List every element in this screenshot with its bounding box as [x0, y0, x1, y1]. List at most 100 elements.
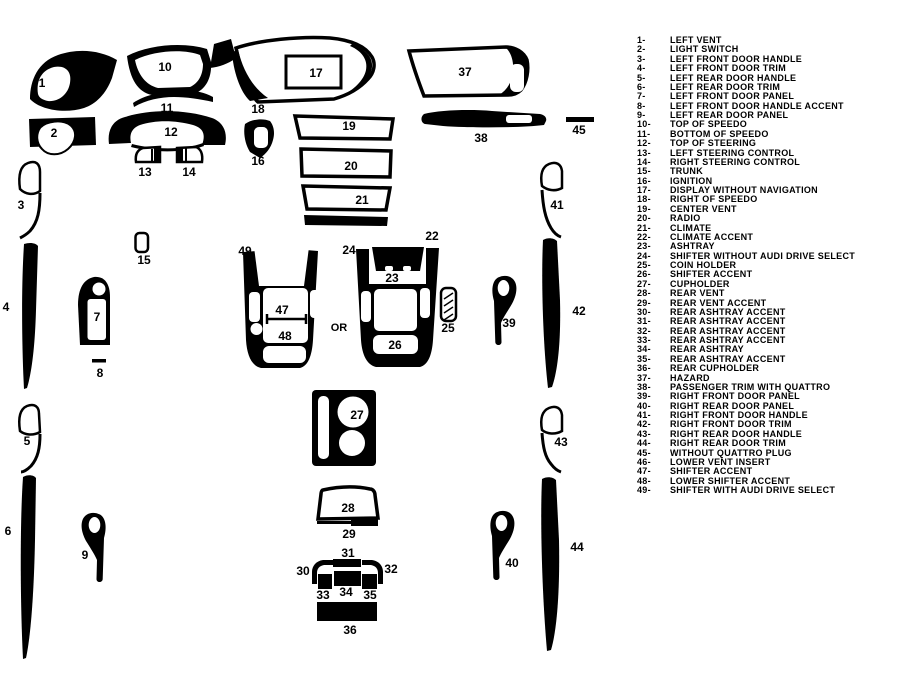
legend-item: 1-LEFT VENT: [637, 35, 899, 45]
part-11-label: 11: [161, 101, 174, 115]
part-24-shifter-without-audi-drive-select-shape: [356, 245, 439, 367]
part-2-light-switch-shape: [29, 117, 96, 156]
legend-item-number: 24-: [637, 250, 651, 261]
legend-item-label: REAR CUPHOLDER: [670, 363, 760, 374]
part-40-label: 40: [505, 556, 519, 570]
legend-item: 27-CUPHOLDER: [637, 278, 899, 289]
legend-item-label: TOP OF SPEEDO: [670, 119, 748, 130]
legend-item-label: TRUNK: [670, 166, 703, 177]
part-14-label: 14: [182, 165, 196, 179]
part-36-rear-cupholder-shape: [317, 602, 377, 621]
legend-item: 48-LOWER SHIFTER ACCENT: [637, 475, 899, 486]
legend-item: 11-BOTTOM OF SPEEDO: [637, 128, 899, 139]
legend-item-label: LEFT STEERING CONTROL: [670, 147, 795, 158]
legend-item: 40-RIGHT REAR DOOR PANEL: [637, 400, 899, 411]
legend-item: 44-RIGHT REAR DOOR TRIM: [637, 438, 899, 448]
legend-item-number: 12-: [637, 138, 651, 149]
legend-item: 10-TOP OF SPEEDO: [637, 119, 899, 130]
part-7-left-front-door-panel-shape: [78, 276, 110, 345]
legend-item-label: RIGHT FRONT DOOR TRIM: [670, 419, 792, 430]
part-32-rear-ashtray-accent-shape: [362, 560, 383, 584]
legend-item-number: 27-: [637, 278, 651, 289]
legend-item-number: 7-: [637, 91, 646, 102]
legend-item-label: TOP OF STEERING: [670, 138, 757, 149]
legend-item-label: SHIFTER WITH AUDI DRIVE SELECT: [670, 485, 836, 495]
part-16-ignition-shape: [244, 119, 274, 158]
part-19-center-vent-shape: [292, 114, 396, 141]
legend-item: 9-LEFT REAR DOOR PANEL: [637, 110, 899, 120]
part-5-left-rear-door-handle-shape: [18, 403, 42, 474]
part-8-door-handle-accent-shape: [92, 359, 106, 363]
legend-item-label: SHIFTER ACCENT: [670, 269, 753, 280]
legend-item: 24-SHIFTER WITHOUT AUDI DRIVE SELECT: [637, 250, 899, 261]
part-33-rear-ashtray-accent-shape: [318, 574, 332, 589]
legend-item: 3-LEFT FRONT DOOR HANDLE: [637, 54, 899, 64]
legend-item-number: 32-: [637, 325, 651, 336]
part-6-left-rear-door-trim-shape: [20, 475, 36, 659]
legend-item-number: 30-: [637, 306, 651, 317]
part-48-label: 48: [278, 329, 292, 343]
part-12-label: 12: [164, 125, 178, 139]
legend-item-number: 14-: [637, 156, 651, 167]
part-33-label: 33: [316, 588, 330, 602]
legend-item: 43-RIGHT REAR DOOR HANDLE: [637, 428, 899, 439]
part-11-bottom-of-speedo-shape: [133, 90, 213, 107]
part-13-label: 13: [138, 165, 152, 179]
legend-item-number: 40-: [637, 400, 651, 411]
legend-item-label: REAR VENT: [670, 288, 725, 299]
legend-item: 17- DISPLAY WITHOUT NAVIGATION: [637, 185, 899, 195]
legend-item-number: 36-: [637, 363, 651, 374]
part-34-label: 34: [339, 585, 353, 599]
legend-item: 8-LEFT FRONT DOOR HANDLE ACCENT: [637, 101, 899, 111]
legend-item: 20- RADIO: [637, 213, 899, 224]
part-45-label: 45: [572, 123, 586, 137]
part-37-hazard-trim-shape: [406, 45, 530, 98]
part-23-ashtray-shape: [372, 247, 424, 271]
legend-item-label: DISPLAY WITHOUT NAVIGATION: [670, 185, 818, 195]
legend-item-number: 45-: [637, 447, 651, 458]
part-34-rear-ashtray-shape: [334, 571, 361, 586]
part-42-right-front-door-trim-shape: [542, 238, 561, 388]
legend-item-label: LOWER SHIFTER ACCENT: [670, 475, 791, 486]
part-31-label: 31: [341, 546, 355, 560]
legend-item: 25-COIN HOLDER: [637, 260, 899, 270]
part-23-label: 23: [385, 271, 399, 285]
legend-item-number: 13-: [637, 147, 651, 158]
part-1-label: 1: [39, 76, 46, 90]
legend-item-number: 11-: [637, 128, 651, 139]
legend-item: 39-RIGHT FRONT DOOR PANEL: [637, 391, 899, 401]
legend-item-number: 20-: [637, 213, 651, 224]
part-28-rear-vent-shape: [316, 485, 380, 521]
or-label: OR: [331, 322, 348, 334]
legend-item-number: 5-: [637, 72, 646, 83]
part-42-label: 42: [572, 304, 586, 318]
legend-item: 7- LEFT FRONT DOOR PANEL: [637, 91, 899, 102]
legend-item-number: 31-: [637, 316, 651, 327]
legend-item-number: 33-: [637, 335, 651, 345]
legend-item: 6-LEFT REAR DOOR TRIM: [637, 82, 899, 92]
legend-item: 38-PASSENGER TRIM WITH QUATTRO: [637, 382, 899, 392]
legend-item-number: 47-: [637, 466, 651, 477]
part-43-label: 43: [554, 435, 568, 449]
part-3-label: 3: [18, 198, 25, 212]
legend-item-number: 26-: [637, 269, 651, 280]
legend-item-number: 17-: [637, 185, 651, 195]
part-36-label: 36: [343, 623, 357, 637]
legend-item-number: 28-: [637, 288, 651, 299]
legend-item-label: CENTER VENT: [670, 203, 737, 214]
legend-item-number: 43-: [637, 428, 651, 439]
legend-item-label: RADIO: [670, 213, 701, 224]
part-40-right-rear-door-panel-shape: [490, 510, 515, 580]
part-29-label: 29: [342, 527, 356, 541]
legend-item-number: 22-: [637, 231, 651, 242]
part-38-label: 38: [474, 131, 488, 145]
part-37-label: 37: [458, 65, 472, 79]
legend-item-label: REAR ASHTRAY ACCENT: [670, 306, 786, 317]
part-35-label: 35: [363, 588, 377, 602]
part-5-label: 5: [24, 434, 31, 448]
legend-item-number: 37-: [637, 372, 651, 383]
legend-item: 36- REAR CUPHOLDER: [637, 363, 899, 374]
legend-item-label: LEFT FRONT DOOR PANEL: [670, 91, 795, 102]
legend-item: 19-CENTER VENT: [637, 203, 899, 214]
